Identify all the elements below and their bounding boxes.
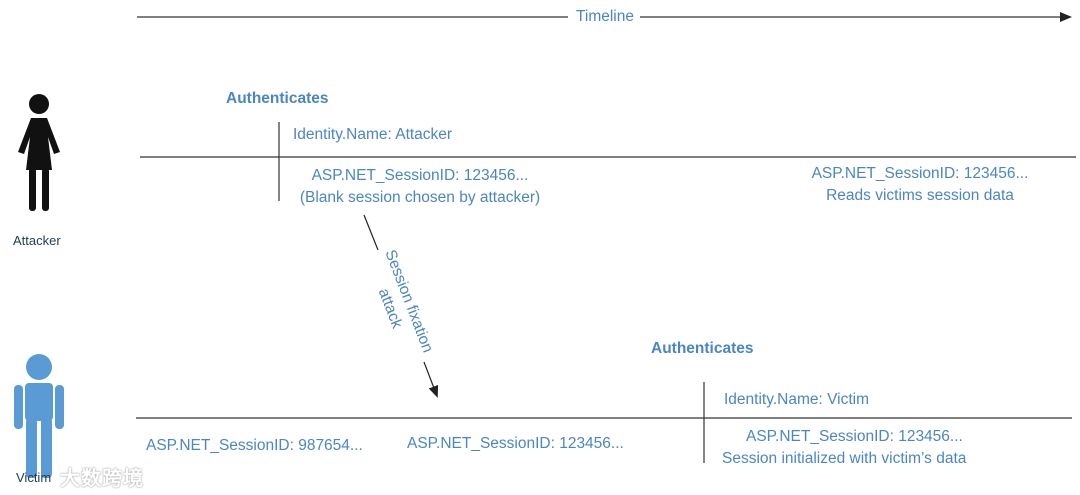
timeline-label: Timeline — [576, 8, 634, 25]
victim-session-c: ASP.NET_SessionID: 123456... Session ini… — [722, 426, 1012, 470]
attacker-session-right-note: Reads victims session data — [826, 187, 1014, 204]
victim-identity-label: Identity.Name: Victim — [724, 391, 870, 408]
attacker-figure-icon — [18, 94, 60, 211]
victim-session-a: ASP.NET_SessionID: 987654... — [146, 437, 363, 454]
watermark-logo: 大数跨境 — [60, 468, 144, 490]
attacker-session-right: ASP.NET_SessionID: 123456... Reads victi… — [790, 163, 1050, 207]
victim-label: Victim — [16, 470, 52, 485]
attack-arrow-upper — [363, 214, 379, 251]
victim-session-c-note: Session initialized with victim’s data — [722, 450, 967, 467]
victim-figure-icon — [14, 354, 64, 478]
victim-session-c-id: ASP.NET_SessionID: 123456... — [746, 428, 963, 445]
attacker-authenticates-label: Authenticates — [226, 90, 329, 107]
attacker-session-right-id: ASP.NET_SessionID: 123456... — [811, 165, 1029, 182]
attacker-session-left-id: ASP.NET_SessionID: 123456... — [311, 167, 529, 184]
attack-arrow-lower — [423, 361, 439, 398]
attacker-session-left: ASP.NET_SessionID: 123456... (Blank sess… — [290, 165, 550, 209]
attacker-identity-label: Identity.Name: Attacker — [293, 126, 453, 143]
attacker-label: Attacker — [13, 233, 61, 248]
victim-authenticates-label: Authenticates — [651, 340, 754, 357]
attacker-session-left-note: (Blank session chosen by attacker) — [299, 189, 541, 206]
victim-session-b: ASP.NET_SessionID: 123456... — [407, 435, 624, 452]
